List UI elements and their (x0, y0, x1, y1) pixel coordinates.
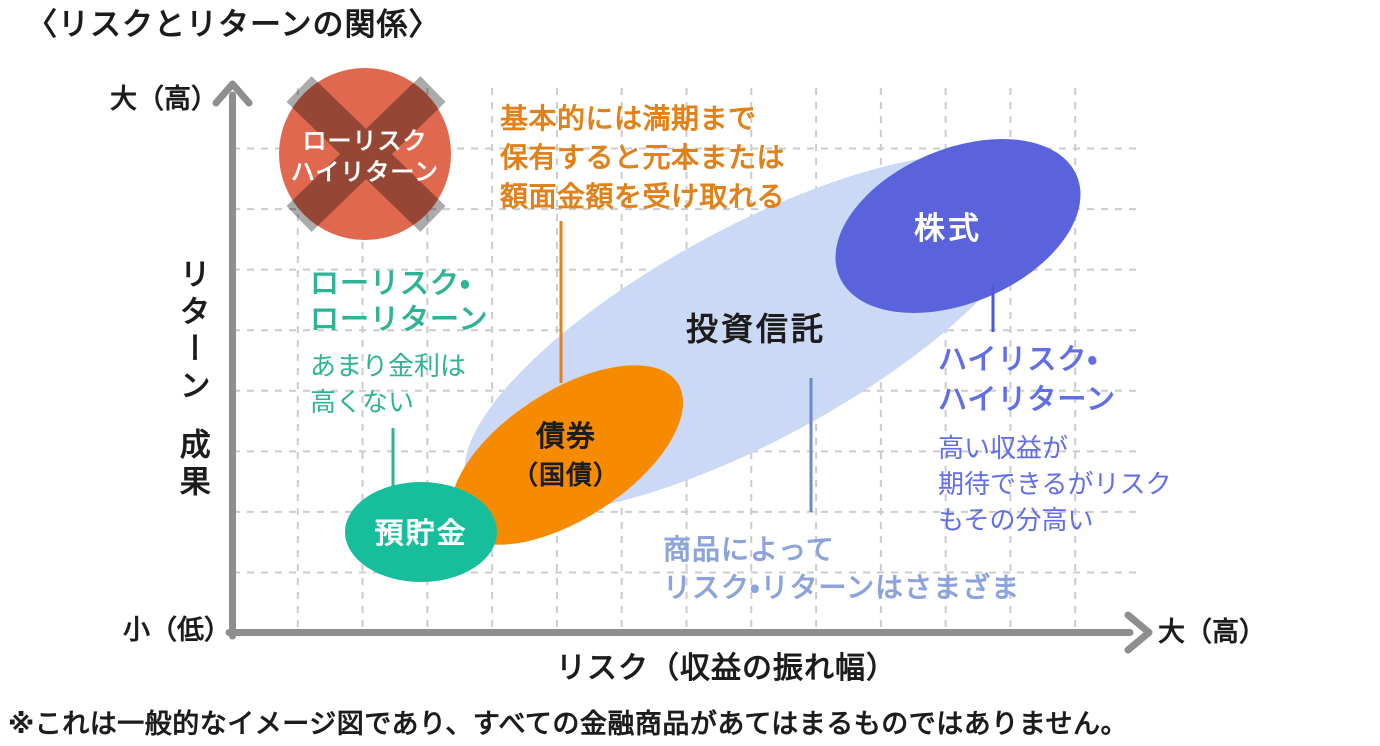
deposit-ellipse (345, 482, 497, 582)
deposit-note-body: あまり金利は 高くない (310, 348, 489, 420)
y-axis-arrow-icon (212, 80, 253, 107)
prohibited-label-line1: ローリスク (302, 128, 428, 155)
bond-label-line1: 債券 (535, 421, 596, 453)
x-axis-title: リスク（収益の振れ幅） (556, 652, 897, 685)
bond-ellipse (450, 365, 684, 545)
bond-note-line3: 額面金額を受け取れる (500, 181, 786, 212)
cross-x-icon (286, 76, 446, 232)
prohibited-label-line2: ハイリターン (290, 159, 440, 186)
prohibited-bubble-label: ローリスク ハイリターン (265, 126, 465, 188)
y-axis-title: リターン 成果 (172, 258, 211, 502)
fund-note-line1: 商品によって (663, 534, 835, 565)
bond-note-line2: 保有すると元本または (500, 142, 786, 173)
stock-annotation: ハイリスク・ ハイリターン 高い収益が 期待できるがリスク もその分高い (938, 340, 1171, 538)
bond-label-line2: （国債） (511, 460, 620, 491)
fund-note-line2: リスク・リターンはさまざま (663, 572, 1021, 603)
fund-bubble-label: 投資信託 (686, 311, 827, 347)
y-axis-max-label: 大（高） (110, 84, 218, 114)
stock-note-heading: ハイリスク・ ハイリターン (938, 340, 1171, 420)
deposit-annotation: ローリスク・ ローリターン あまり金利は 高くない (310, 266, 489, 420)
stock-note-heading-line1: ハイリスク・ (938, 344, 1099, 376)
deposit-note-body-line1: あまり金利は (310, 351, 467, 381)
stock-bubble-label: 株式 (914, 211, 982, 246)
x-axis-arrow-icon (1124, 611, 1153, 654)
stock-note-body-line2: 期待できるがリスク (938, 469, 1172, 499)
page-title: 〈リスクとリターンの関係〉 (26, 7, 441, 42)
origin-label: 小（低） (123, 615, 231, 645)
y-axis-title-sub: 成果 (174, 428, 210, 502)
bond-note-line1: 基本的には満期まで (500, 103, 757, 134)
bond-bubble-label: 債券 （国債） (486, 419, 646, 492)
footnote: ※これは一般的なイメージ図であり、すべての金融商品があてはまるものではありません… (8, 709, 1128, 739)
deposit-note-heading-line1: ローリスク・ (310, 268, 471, 300)
deposit-note-body-line2: 高くない (310, 387, 415, 417)
y-axis-title-main: リターン (174, 258, 210, 406)
fund-annotation: 商品によって リスク・リターンはさまざま (663, 531, 1020, 607)
stock-note-body-line3: もその分高い (938, 505, 1094, 535)
deposit-note-heading: ローリスク・ ローリターン (310, 266, 489, 338)
deposit-bubble-label: 預貯金 (374, 518, 468, 550)
stock-note-heading-line2: ハイリターン (938, 384, 1116, 416)
stock-note-body: 高い収益が 期待できるがリスク もその分高い (938, 430, 1171, 538)
stock-note-body-line1: 高い収益が (938, 433, 1069, 463)
x-axis-max-label: 大（高） (1158, 617, 1266, 647)
bond-annotation: 基本的には満期まで 保有すると元本または 額面金額を受け取れる (500, 99, 785, 216)
stock-ellipse (835, 139, 1081, 313)
deposit-note-heading-line2: ローリターン (310, 304, 489, 336)
